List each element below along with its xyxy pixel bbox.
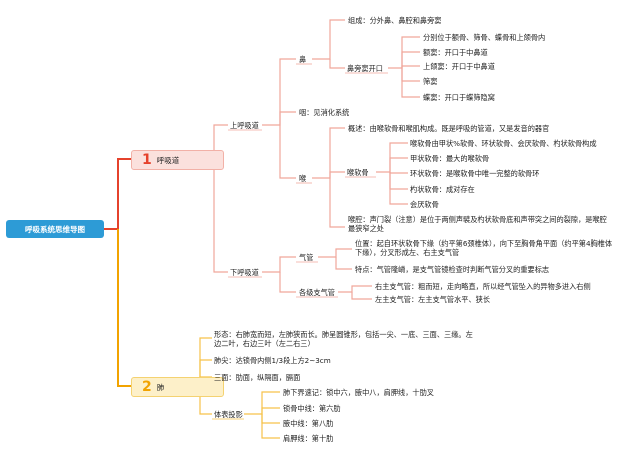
node-lung-shape[interactable]: 形态：右肺宽而短，左肺狭而长。肺呈圆锥形，包括一尖、一底、三面、三缘。左边二叶，…: [214, 330, 473, 348]
node-laryngeal-cavity[interactable]: 喉腔：声门裂（注意）是位于两侧声襞及杓状软骨底和声带突之间的裂隙，是喉腔最狭窄之…: [348, 215, 607, 233]
node-right-bronchus[interactable]: 右主支气管：粗而短，走向略直，所以经气管坠入的异物多进入右侧: [375, 282, 591, 291]
node-surface-projection[interactable]: 体表投影: [214, 410, 243, 419]
node-nose[interactable]: 鼻: [299, 55, 307, 64]
node-lower-tract[interactable]: 下呼吸道: [230, 268, 259, 277]
branch-label: 肺: [156, 382, 165, 392]
node-sinus-desc[interactable]: 分别位于额骨、筛骨、蝶骨和上颌骨内: [423, 33, 546, 42]
node-lung-surfaces[interactable]: 三面：肋面，纵隔面，膈面: [214, 373, 301, 382]
node-left-bronchus[interactable]: 左主支气管：左主支气管水平、狭长: [375, 295, 491, 304]
node-sinus-maxillary[interactable]: 上颌窦：开口于中鼻道: [423, 62, 495, 71]
branch-label: 呼吸道: [156, 155, 180, 165]
branch-respiratory-tract[interactable]: 1 呼吸道: [131, 150, 224, 170]
node-cricoid-cartilage[interactable]: 环状软骨：是喉软骨中唯一完整的软骨环: [410, 169, 540, 178]
node-trachea[interactable]: 气管: [299, 253, 314, 262]
node-midclavicular-line[interactable]: 锁骨中线：第六肋: [283, 404, 341, 413]
node-projection-mnemonic[interactable]: 肺下界速记：锁中六，腋中八，肩胛线，十肋叉: [283, 388, 434, 397]
node-sinus-openings[interactable]: 鼻旁窦开口: [347, 64, 383, 73]
node-bronchi[interactable]: 各级支气管: [299, 288, 335, 297]
node-sinus-ethmoid[interactable]: 筛窦: [423, 77, 438, 86]
node-nose-composition[interactable]: 组成：分外鼻、鼻腔和鼻旁窦: [348, 16, 442, 25]
root-node[interactable]: 呼吸系统思维导图: [6, 220, 104, 238]
node-upper-tract[interactable]: 上呼吸道: [230, 121, 259, 130]
node-lung-apex[interactable]: 肺尖：达锁骨内侧1/3段上方2~3cm: [214, 356, 331, 365]
node-larynx-overview[interactable]: 概述：由喉软骨和喉肌构成。既是呼吸的管道，又是发音的器官: [348, 124, 550, 133]
node-trachea-position[interactable]: 位置：起自环状软骨下缘（约平第6颈椎体），向下至胸骨角平面（约平第4胸椎体下缘）…: [355, 239, 613, 257]
node-larynx[interactable]: 喉: [299, 174, 307, 183]
node-arytenoid-cartilage[interactable]: 杓状软骨：成对存在: [410, 185, 475, 194]
node-thyroid-cartilage[interactable]: 甲状软骨：最大的喉软骨: [410, 154, 490, 163]
node-sinus-frontal[interactable]: 额窦：开口于中鼻道: [423, 48, 488, 57]
branch-number: 2: [142, 379, 152, 395]
node-trachea-feature[interactable]: 特点：气管隆嵴，是支气管镜检查时判断气管分叉的重要标志: [355, 265, 550, 274]
node-sinus-sphenoid[interactable]: 蝶窦：开口于蝶筛隐窝: [423, 93, 495, 102]
branch-number: 1: [142, 152, 152, 168]
node-scapular-line[interactable]: 肩胛线：第十肋: [283, 434, 334, 443]
node-pharynx[interactable]: 咽：见消化系统: [299, 108, 350, 117]
node-midaxillary-line[interactable]: 腋中线：第八肋: [283, 419, 334, 428]
node-epiglottic-cartilage[interactable]: 会厌软骨: [410, 200, 439, 209]
branch-lung[interactable]: 2 肺: [131, 377, 224, 397]
node-cartilage-composition[interactable]: 喉软骨由甲状%软骨、环状软骨、会厌软骨、杓状软骨构成: [410, 139, 597, 148]
node-laryngeal-cartilage[interactable]: 喉软骨: [347, 168, 369, 177]
